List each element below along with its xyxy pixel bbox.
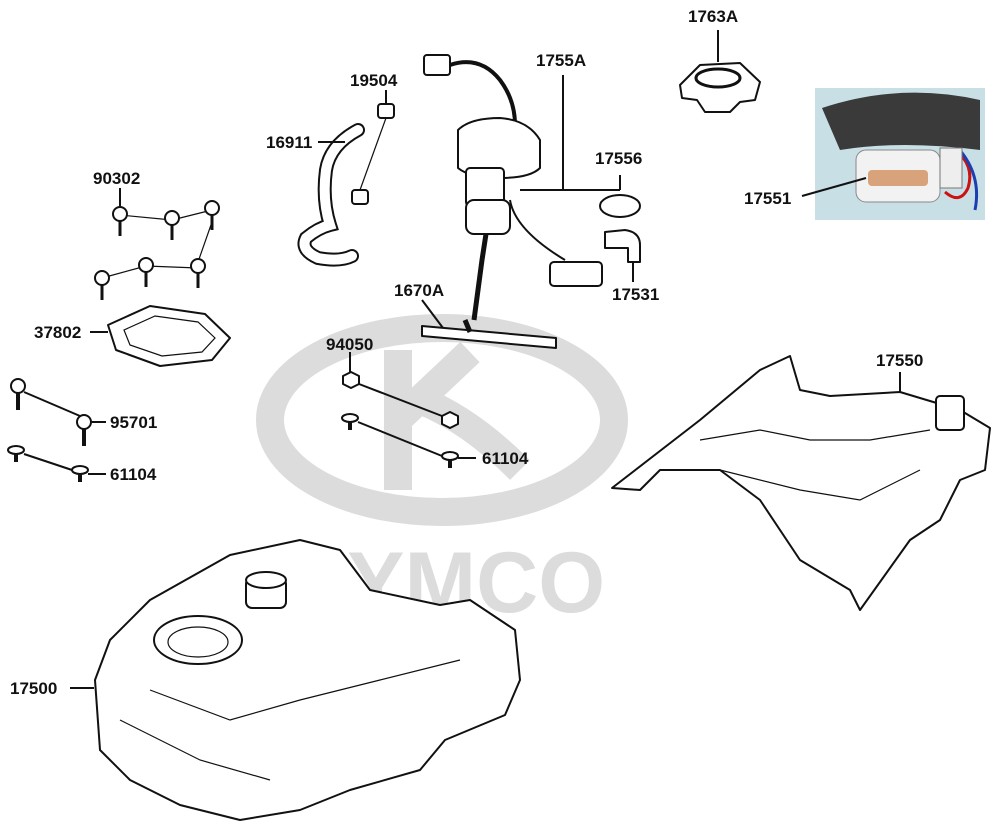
bolt-set-95701[interactable] bbox=[10, 378, 92, 446]
filler-cap-part[interactable] bbox=[679, 62, 761, 113]
label-19504: 19504 bbox=[350, 71, 398, 90]
leader-17551 bbox=[801, 177, 867, 197]
nut-set-94050[interactable] bbox=[342, 371, 459, 429]
label-17551: 17551 bbox=[744, 189, 791, 208]
label-1763A: 1763A bbox=[688, 7, 738, 26]
label-1755A: 1755A bbox=[536, 51, 586, 70]
label-17556: 17556 bbox=[595, 149, 642, 168]
collar-set-61104-left[interactable] bbox=[7, 445, 89, 482]
label-16911: 16911 bbox=[266, 133, 312, 152]
label-95701: 95701 bbox=[110, 413, 157, 432]
collar-set-61104-middle[interactable] bbox=[341, 413, 459, 468]
hose-clamp-part[interactable] bbox=[351, 103, 395, 205]
fuel-pump-part[interactable] bbox=[423, 54, 603, 321]
o-ring-part[interactable] bbox=[599, 194, 641, 218]
label-37802: 37802 bbox=[34, 323, 81, 342]
leader-1670A bbox=[421, 299, 444, 329]
watermark-k-mark bbox=[384, 341, 530, 490]
label-17550: 17550 bbox=[876, 351, 923, 370]
label-94050: 94050 bbox=[326, 335, 373, 354]
leader-1755A bbox=[520, 75, 621, 191]
fuel-pump-photo-inset bbox=[815, 88, 985, 220]
fuel-tank-part[interactable] bbox=[94, 539, 521, 821]
fuel-strainer-part[interactable] bbox=[421, 319, 557, 349]
fuel-hose-part[interactable] bbox=[297, 123, 365, 267]
label-61104-left: 61104 bbox=[110, 465, 157, 484]
elbow-fitting-part[interactable] bbox=[604, 229, 641, 263]
label-17531: 17531 bbox=[612, 285, 659, 304]
label-90302: 90302 bbox=[93, 169, 140, 188]
label-61104-middle: 61104 bbox=[482, 449, 529, 468]
tank-tray-part[interactable] bbox=[611, 355, 991, 611]
label-17500: 17500 bbox=[10, 679, 57, 698]
bolt-set-90302[interactable] bbox=[94, 200, 220, 300]
label-1670A: 1670A bbox=[394, 281, 444, 300]
gasket-part[interactable] bbox=[107, 305, 231, 367]
